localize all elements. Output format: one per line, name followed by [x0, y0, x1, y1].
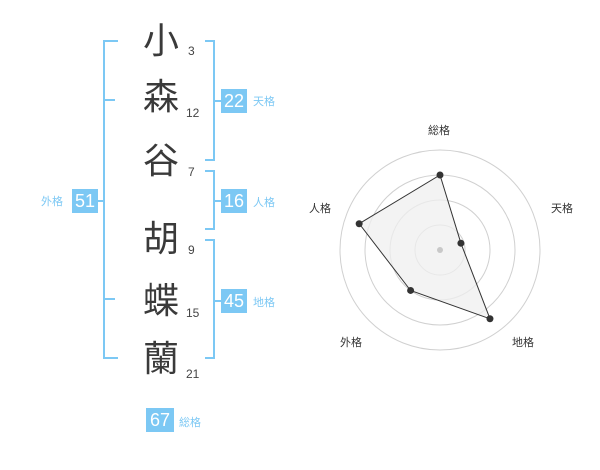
stroke-count-4: 9 [188, 243, 195, 257]
chikaku-value: 45 [221, 289, 247, 313]
stroke-count-3: 7 [188, 165, 195, 179]
stroke-count-6: 21 [186, 367, 200, 381]
radar-point-4 [407, 286, 415, 294]
stroke-count-2: 12 [186, 106, 200, 120]
stroke-count-1: 3 [188, 44, 195, 58]
radar-points [355, 171, 494, 323]
radar-axis-label-gaikaku: 外格 [340, 336, 362, 349]
radar-ring [339, 149, 541, 351]
radar-point-3 [486, 315, 494, 323]
soukaku-value: 67 [146, 408, 174, 432]
jinkaku-value: 16 [221, 189, 247, 213]
gaikaku-value: 51 [72, 189, 98, 213]
soukaku-label: 総格 [179, 416, 201, 429]
radar-point-2 [457, 239, 465, 247]
radar-center-dot [437, 247, 443, 253]
tenkaku-label: 天格 [253, 95, 275, 108]
radar-data-polygon [358, 174, 491, 320]
tenkaku-value: 22 [221, 89, 247, 113]
stroke-count-5: 15 [186, 306, 200, 320]
name-char-6: 蘭 [142, 339, 179, 380]
radar-point-1 [436, 171, 444, 179]
radar-axis-label-chikaku: 地格 [512, 336, 534, 349]
radar-axis-label-soukaku: 総格 [428, 124, 450, 137]
radar-axis-label-jinkaku: 人格 [309, 202, 331, 215]
name-char-2: 森 [142, 77, 179, 118]
name-char-4: 胡 [142, 219, 179, 260]
gaikaku-label: 外格 [41, 195, 63, 208]
name-char-1: 小 [142, 21, 179, 62]
radar-point-5 [355, 220, 363, 228]
jinkaku-label: 人格 [253, 196, 275, 209]
radar-axis-label-tenkaku: 天格 [551, 202, 573, 215]
chikaku-label: 地格 [253, 296, 275, 309]
name-char-5: 蝶 [142, 281, 179, 322]
name-char-3: 谷 [142, 141, 179, 182]
